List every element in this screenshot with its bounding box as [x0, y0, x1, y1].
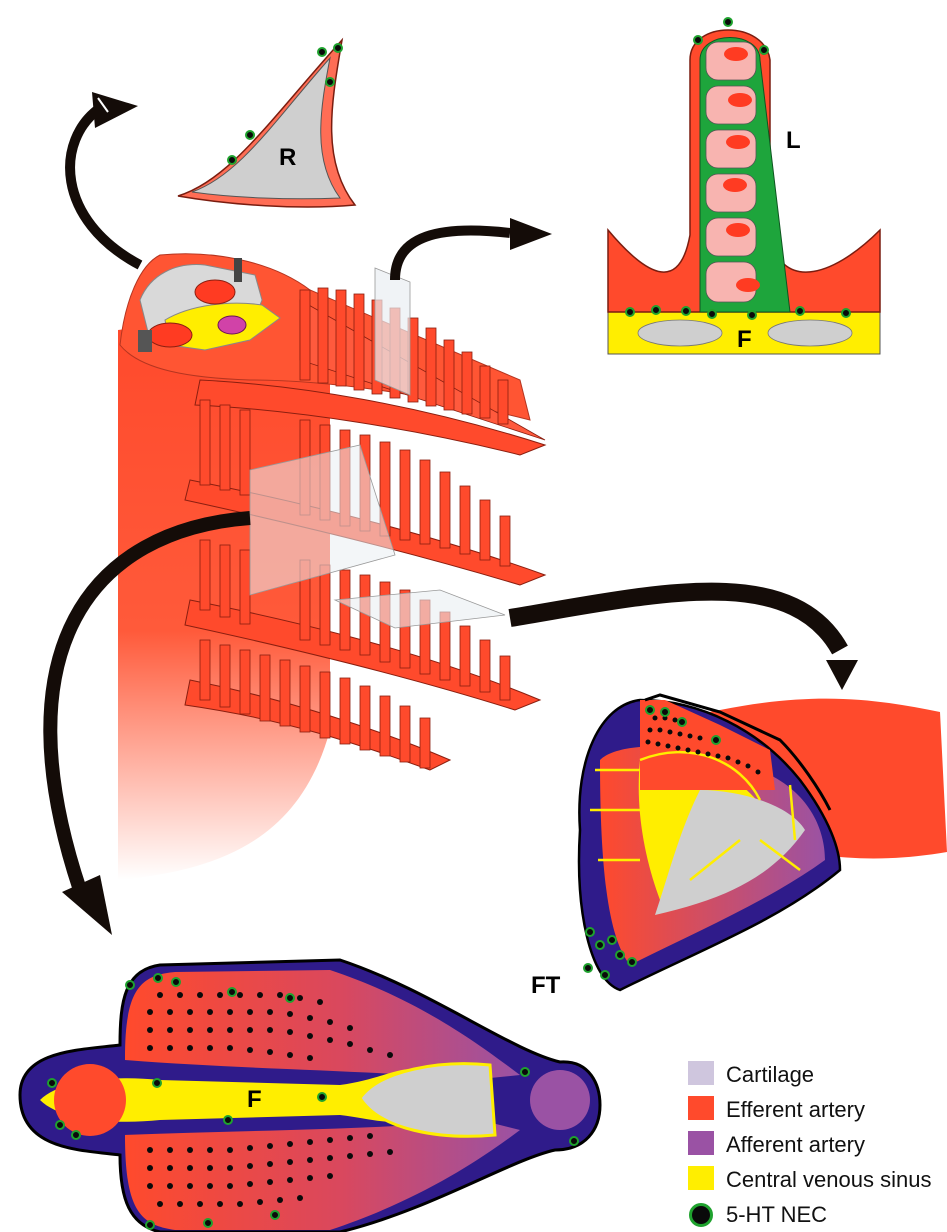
- arrow-to-R: [70, 108, 140, 265]
- gill-arch: [118, 254, 545, 880]
- legend-item-afferent-artery: Afferent artery: [688, 1127, 947, 1162]
- label-FT: FT: [531, 974, 560, 998]
- section-FT: [579, 695, 947, 990]
- central-venous-sinus-swatch: [688, 1166, 714, 1190]
- section-F: [20, 960, 600, 1232]
- cartilage-swatch: [688, 1061, 714, 1085]
- section-L: [608, 18, 880, 354]
- legend-item-cartilage: Cartilage: [688, 1057, 947, 1092]
- legend-item-nec: 5-HT NEC: [688, 1197, 947, 1232]
- label-F-bottom: F: [247, 1088, 262, 1112]
- afferent-artery-swatch: [688, 1131, 714, 1155]
- legend-label: 5-HT NEC: [726, 1202, 827, 1228]
- legend-label: Afferent artery: [726, 1132, 865, 1158]
- arrow-to-L: [395, 230, 510, 280]
- label-R: R: [279, 146, 296, 170]
- legend-label: Efferent artery: [726, 1097, 865, 1123]
- nec-dot-icon: [689, 1203, 713, 1227]
- legend: Cartilage Efferent artery Afferent arter…: [688, 1057, 947, 1232]
- section-R: [178, 40, 355, 207]
- efferent-artery-swatch: [688, 1096, 714, 1120]
- label-F-top: F: [737, 328, 752, 352]
- arrow-to-FT: [510, 592, 840, 650]
- section-plane-lamella: [375, 268, 410, 395]
- section-plane-filament: [250, 445, 395, 595]
- legend-item-central-venous-sinus: Central venous sinus: [688, 1162, 947, 1197]
- label-L: L: [786, 129, 801, 153]
- legend-label: Central venous sinus: [726, 1167, 931, 1193]
- legend-item-efferent-artery: Efferent artery: [688, 1092, 947, 1127]
- legend-label: Cartilage: [726, 1062, 814, 1088]
